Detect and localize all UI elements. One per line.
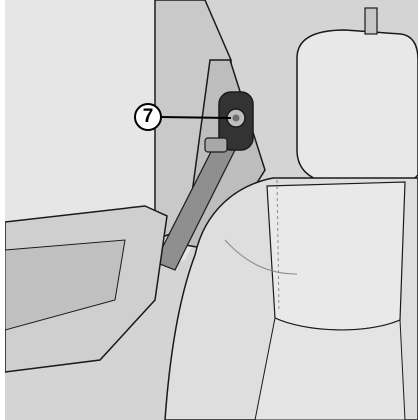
seat-lower-panel	[254, 317, 406, 420]
seat-stitch-left	[224, 239, 298, 275]
seat-center-panel	[266, 181, 406, 331]
illustration-frame: 7	[5, 0, 418, 420]
headrest-post	[364, 7, 378, 35]
callout-circle	[134, 103, 162, 131]
door-armrest	[5, 239, 126, 331]
headrest	[296, 29, 418, 188]
seat-stitch-center	[276, 179, 280, 311]
car-interior-illustration	[5, 0, 418, 420]
callout-leader-line	[159, 116, 232, 119]
callout-number: 7	[142, 106, 154, 127]
belt-height-adjuster	[204, 91, 254, 153]
